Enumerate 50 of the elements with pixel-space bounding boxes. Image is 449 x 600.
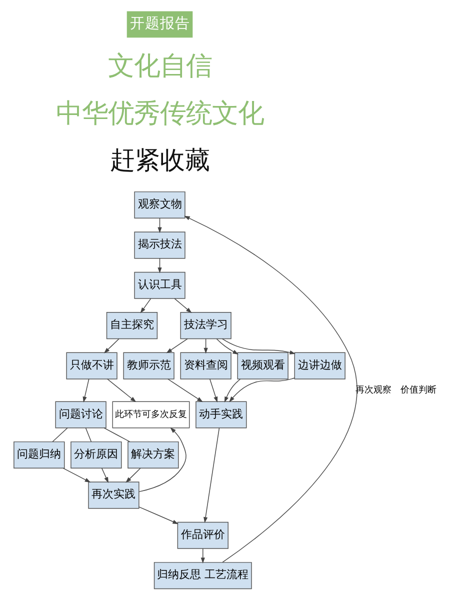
node-box: 技法学习 (180, 312, 231, 340)
node-box: 只做不讲 (66, 352, 117, 380)
node-box: 观察文物 (134, 191, 185, 218)
arrow (166, 378, 202, 402)
arrow (216, 338, 238, 354)
arrow (228, 378, 294, 402)
node-box: 动手实践 (195, 401, 246, 428)
arrow (138, 427, 186, 492)
edge-label: 再次观察 价值判断 (355, 386, 436, 396)
node-box: 问题讨论 (54, 401, 106, 428)
arrow (103, 338, 119, 354)
connector (52, 428, 68, 442)
arrow (62, 468, 90, 482)
node-box: 资料查阅 (180, 352, 231, 380)
arrow (100, 468, 108, 483)
arrow (203, 428, 220, 524)
label: 中华优秀传统文化 (55, 99, 264, 130)
node-box: 教师示范 (122, 352, 174, 380)
arrow (166, 338, 188, 354)
arrow (82, 378, 89, 403)
node-box: 作品评价 (176, 522, 228, 549)
node-box: 自主探究 (106, 312, 158, 340)
node-box: 揭示技法 (134, 232, 185, 259)
node-box: 边讲边做 (294, 352, 345, 380)
arrow (184, 216, 357, 563)
label: 赶紧收藏 (109, 146, 210, 175)
label: 文化自信 (107, 52, 212, 82)
arrow (140, 298, 151, 314)
node-box: 解决方案 (127, 441, 178, 468)
arrow (125, 468, 140, 483)
connector (103, 428, 130, 442)
node-box: 此环节可多次反复 (112, 401, 190, 428)
arrow (224, 378, 240, 403)
arrow (174, 298, 192, 314)
arrow (200, 548, 204, 564)
label: 开题报告 (129, 15, 190, 32)
connector (84, 428, 92, 442)
arrow (157, 258, 162, 274)
node-box: 分析原因 (70, 441, 122, 468)
arrow (203, 338, 208, 354)
arrow (221, 338, 296, 354)
node-box: 再次实践 (88, 482, 139, 509)
arrow (106, 378, 136, 402)
node-box: 认识工具 (134, 272, 185, 299)
node-box: 视频观看 (236, 352, 288, 380)
arrow (138, 506, 178, 524)
node-box: 问题归纳 (13, 441, 64, 468)
arrow (157, 218, 162, 234)
arrow (208, 378, 218, 403)
node-box: 归纳反思 工艺流程 (153, 562, 252, 590)
